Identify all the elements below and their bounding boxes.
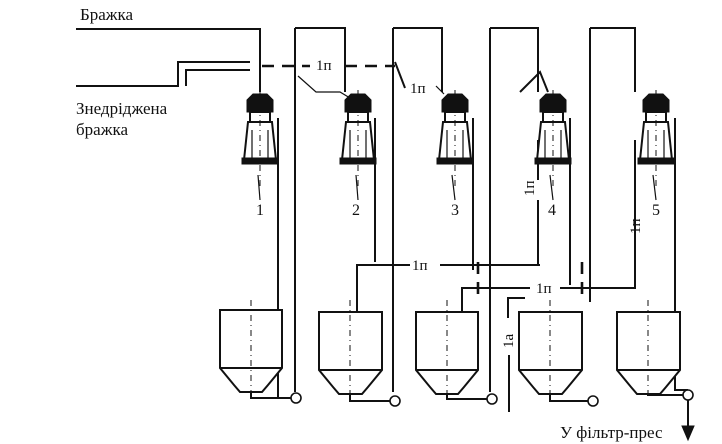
tank-3	[415, 300, 479, 395]
label-degassed-line2: бражка	[76, 120, 128, 139]
tank-4	[518, 300, 583, 395]
label-degassed-line1: Знедріджена	[76, 99, 168, 118]
separator-number-1: 1	[256, 202, 264, 219]
pipe-label-5: 1п	[522, 180, 538, 196]
pipe-label-1: 1п	[316, 58, 332, 74]
tank-5	[616, 300, 681, 395]
arrow-down-icon	[681, 425, 695, 442]
tank-2	[318, 300, 383, 395]
separator-number-2: 2	[352, 202, 360, 219]
label-to-filter-press: У фільтр-прес	[560, 423, 663, 442]
bottom-outlets	[250, 389, 695, 442]
separator-5	[637, 90, 675, 190]
label-wort-in: Бражка	[80, 5, 134, 24]
pipe-label-4: 1п	[536, 281, 552, 297]
separator-1	[241, 90, 279, 190]
valve-1	[290, 392, 302, 404]
pipe-label-7: 1а	[501, 334, 517, 349]
separator-number-4: 4	[548, 202, 556, 219]
feed-lines	[76, 28, 261, 92]
middle-lines	[356, 200, 636, 318]
valve-5	[682, 389, 694, 401]
number-leaders	[257, 174, 657, 201]
separator-number-3: 3	[451, 202, 459, 219]
separator-number-5: 5	[652, 202, 660, 219]
valve-2	[389, 395, 401, 407]
pipe-label-3: 1п	[412, 258, 428, 274]
pipe-label-6: 1п	[628, 218, 644, 234]
valve-3	[486, 393, 498, 405]
separator-3	[436, 90, 474, 190]
tank-1	[219, 300, 283, 393]
top-dashed-line	[262, 61, 445, 99]
valve-4	[587, 395, 599, 407]
separator-4	[534, 90, 572, 190]
dashed-verticals	[476, 262, 584, 412]
separator-2	[339, 90, 377, 190]
pipe-label-2: 1п	[410, 81, 426, 97]
